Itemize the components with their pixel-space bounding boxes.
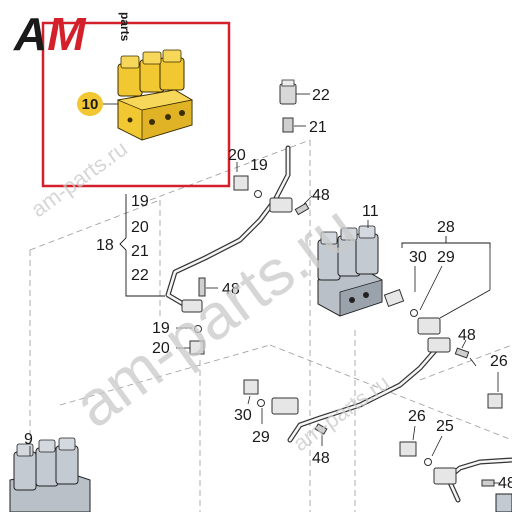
fitting-cap-22[interactable]	[279, 79, 297, 105]
callout-26-a: 26	[490, 353, 508, 370]
group-bracket-28	[401, 236, 491, 248]
callout-26-b: 26	[408, 408, 426, 425]
callout-19-b: 19	[152, 320, 170, 337]
callout-29-b: 29	[252, 429, 270, 446]
callout-25: 25	[436, 418, 454, 435]
logo-parts: parts	[118, 12, 132, 42]
clamp-lower-mid[interactable]	[271, 397, 299, 415]
washer-29-a[interactable]	[410, 309, 418, 317]
valve-block-10[interactable]	[116, 49, 194, 141]
callout-48-e: 48	[498, 475, 512, 492]
fitting-screw-21[interactable]	[282, 117, 294, 133]
bracket-20-lower[interactable]	[189, 340, 205, 355]
callout-group-19: 19	[131, 193, 149, 210]
washer-29-b[interactable]	[257, 399, 265, 407]
callout-48-c: 48	[458, 327, 476, 344]
bolt-48-c[interactable]	[454, 347, 470, 359]
clamp-mid-right[interactable]	[427, 337, 451, 353]
clamp-lower-left[interactable]	[181, 299, 203, 313]
callout-group-18: 18	[96, 237, 114, 254]
bracket-30-b[interactable]	[243, 379, 259, 395]
callout-30-a: 30	[409, 249, 427, 266]
callout-48-a: 48	[312, 187, 330, 204]
callout-28: 28	[437, 219, 455, 236]
callout-group-21: 21	[131, 243, 149, 260]
valve-block-9[interactable]	[9, 437, 91, 513]
callout-20-a: 20	[228, 147, 246, 164]
bracket-30-a[interactable]	[383, 288, 405, 308]
group-bracket-18	[119, 194, 165, 297]
bracket-26-b[interactable]	[399, 441, 417, 457]
callout-group-22: 22	[131, 267, 149, 284]
callout-19-a: 19	[250, 157, 268, 174]
valve-block-11[interactable]	[317, 225, 383, 317]
am-parts-logo: AM parts	[13, 8, 132, 60]
logo-am: AM	[13, 8, 87, 60]
bracket-26-a[interactable]	[487, 393, 503, 409]
bolt-48-a[interactable]	[294, 202, 310, 216]
clamp-lower-right[interactable]	[433, 467, 457, 485]
callout-29-a: 29	[437, 249, 455, 266]
callout-10: 10	[82, 96, 99, 113]
callout-48-d: 48	[312, 450, 330, 467]
callout-20-b: 20	[152, 340, 170, 357]
bracket-20-top[interactable]	[233, 175, 249, 191]
washer-19-top[interactable]	[254, 190, 262, 198]
callout-21-top: 21	[309, 119, 327, 136]
washer-19-lower[interactable]	[194, 325, 202, 333]
callout-group-20: 20	[131, 219, 149, 236]
callout-badge-10	[77, 92, 103, 116]
highlight-frame	[41, 21, 231, 188]
clamp-right[interactable]	[417, 317, 441, 335]
bolt-48-e[interactable]	[481, 479, 495, 487]
washer-25[interactable]	[424, 458, 432, 466]
bolt-48-b[interactable]	[198, 277, 206, 297]
callout-48-b: 48	[222, 281, 240, 298]
watermark-large: am-parts.ru	[61, 191, 368, 442]
watermark-small-bottom: am-parts.ru	[288, 370, 394, 456]
callout-22-top: 22	[312, 87, 330, 104]
clamp-upper[interactable]	[269, 197, 293, 213]
callout-30-b: 30	[234, 407, 252, 424]
valve-block-partial-right[interactable]	[495, 493, 512, 513]
bolt-48-d[interactable]	[314, 423, 328, 435]
callout-9: 9	[24, 431, 33, 448]
callout-11: 11	[362, 203, 379, 220]
